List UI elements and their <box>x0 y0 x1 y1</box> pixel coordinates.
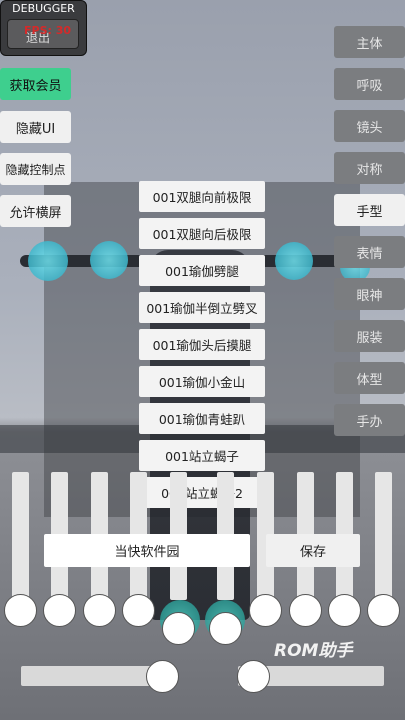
vertical-slider-knob[interactable] <box>209 612 242 645</box>
vertical-slider-knob[interactable] <box>249 594 282 627</box>
vertical-slider-knob[interactable] <box>367 594 400 627</box>
vertical-slider-track[interactable] <box>257 472 274 600</box>
pose-list-item[interactable]: 001站立蝎子 <box>139 440 265 471</box>
vertical-slider-knob[interactable] <box>83 594 116 627</box>
pose-list-item[interactable]: 001站立蝎子2 <box>139 477 265 508</box>
right-horizontal-slider-knob[interactable] <box>237 660 270 693</box>
vertical-slider-track[interactable] <box>12 472 29 600</box>
control-point-left-elbow[interactable] <box>90 241 128 279</box>
vertical-slider-knob[interactable] <box>4 594 37 627</box>
left-horizontal-slider-knob[interactable] <box>146 660 179 693</box>
right-menu-item[interactable]: 镜头 <box>334 110 405 142</box>
pose-list-item[interactable]: 001瑜伽小金山 <box>139 366 265 397</box>
vertical-slider-knob[interactable] <box>122 594 155 627</box>
pose-list-item[interactable]: 001双腿向后极限 <box>139 218 265 249</box>
hide-ui-button[interactable]: 隐藏UI <box>0 111 71 143</box>
vertical-slider-knob[interactable] <box>328 594 361 627</box>
control-point-left-hand[interactable] <box>28 241 68 281</box>
name-input[interactable]: 当快软件园 <box>44 534 250 567</box>
allow-landscape-button[interactable]: 允许横屏 <box>0 195 71 227</box>
pose-list-item[interactable]: 001瑜伽半倒立劈叉 <box>139 292 265 323</box>
watermark-text: ROM助手 <box>274 641 353 661</box>
right-menu-item[interactable]: 表情 <box>334 236 405 268</box>
pose-list-item[interactable]: 001双腿向前极限 <box>139 181 265 212</box>
control-point-right-elbow[interactable] <box>275 242 313 280</box>
pose-list-item[interactable]: 001瑜伽青蛙趴 <box>139 403 265 434</box>
save-button[interactable]: 保存 <box>266 534 360 567</box>
right-menu-item[interactable]: 呼吸 <box>334 68 405 100</box>
debugger-title: DEBUGGER <box>12 2 75 15</box>
right-horizontal-slider-track[interactable] <box>238 666 384 686</box>
right-menu-item[interactable]: 手办 <box>334 404 405 436</box>
fps-readout: FPS: 30 <box>24 24 72 37</box>
right-menu-item[interactable]: 眼神 <box>334 278 405 310</box>
right-menu-item[interactable]: 手型 <box>334 194 405 226</box>
debugger-fps-box: 退出 FPS: 30 <box>7 19 79 49</box>
vertical-slider-knob[interactable] <box>162 612 195 645</box>
right-menu-item[interactable]: 体型 <box>334 362 405 394</box>
pose-list-item[interactable]: 001瑜伽头后摸腿 <box>139 329 265 360</box>
exit-button[interactable]: 退出 <box>26 31 51 45</box>
debugger-panel[interactable]: DEBUGGER 退出 FPS: 30 <box>0 0 87 56</box>
vertical-slider-knob[interactable] <box>43 594 76 627</box>
left-horizontal-slider-track[interactable] <box>21 666 167 686</box>
vertical-slider-track[interactable] <box>375 472 392 600</box>
right-menu-item[interactable]: 对称 <box>334 152 405 184</box>
right-menu-item[interactable]: 主体 <box>334 26 405 58</box>
right-menu-item[interactable]: 服装 <box>334 320 405 352</box>
get-member-button[interactable]: 获取会员 <box>0 68 71 100</box>
vertical-slider-knob[interactable] <box>289 594 322 627</box>
pose-list-item[interactable]: 001瑜伽劈腿 <box>139 255 265 286</box>
hide-control-points-button[interactable]: 隐藏控制点 <box>0 153 71 185</box>
